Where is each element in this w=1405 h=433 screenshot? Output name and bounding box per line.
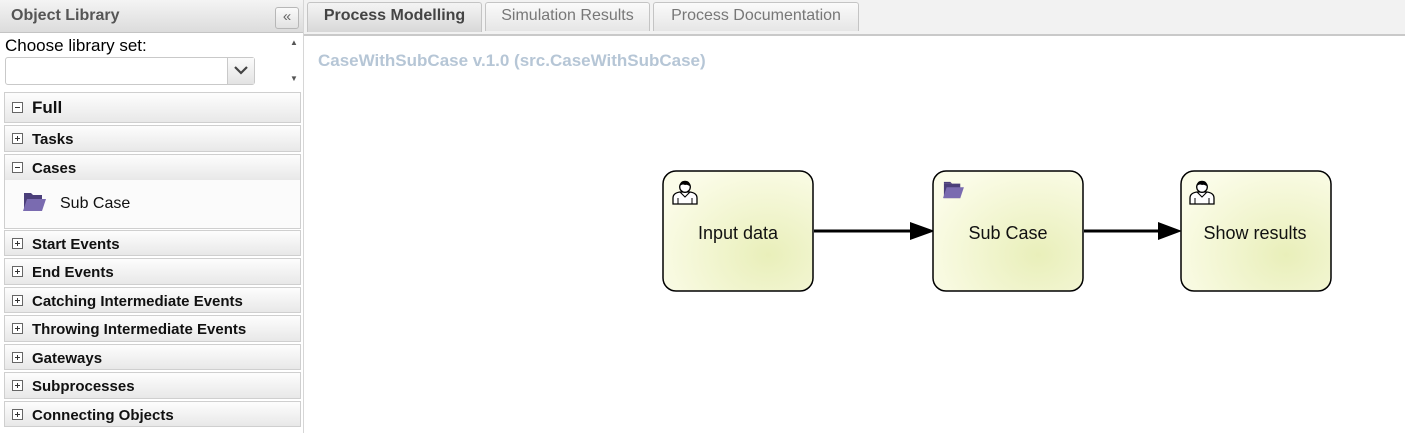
section-label: Catching Intermediate Events	[32, 293, 243, 310]
collapse-toggle-icon[interactable]	[12, 102, 23, 113]
section-start-events[interactable]: Start Events	[4, 230, 301, 256]
section-connecting-objects[interactable]: Connecting Objects	[4, 401, 301, 427]
process-diagram[interactable]: Input data Sub Case Show results	[304, 36, 1405, 433]
library-item-label: Sub Case	[60, 195, 131, 212]
tab-simulation-results[interactable]: Simulation Results	[485, 2, 650, 31]
task-sub-case[interactable]: Sub Case	[932, 170, 1084, 292]
section-tasks[interactable]: Tasks	[4, 125, 301, 152]
sequence-flow-2[interactable]	[1084, 222, 1182, 240]
library-item-sub-case[interactable]: Sub Case	[15, 186, 275, 222]
section-label: Start Events	[32, 236, 120, 253]
object-library-panel: Object Library « Choose library set: ▲ ▼…	[0, 0, 304, 433]
section-full[interactable]: Full	[4, 92, 301, 123]
dropdown-trigger-button[interactable]	[227, 58, 254, 84]
collapse-panel-button[interactable]: «	[275, 7, 299, 29]
section-label: Gateways	[32, 350, 103, 367]
scroll-up-arrow-icon[interactable]: ▲	[290, 38, 298, 47]
tab-bar: Process Modelling Simulation Results Pro…	[304, 0, 1405, 36]
section-end-events[interactable]: End Events	[4, 258, 301, 285]
tab-label: Process Modelling	[323, 7, 466, 24]
library-set-dropdown[interactable]	[5, 57, 255, 85]
section-label: Throwing Intermediate Events	[32, 321, 247, 338]
collapse-toggle-icon[interactable]	[12, 162, 23, 173]
section-cases[interactable]: Cases	[4, 154, 301, 181]
process-modelling-canvas[interactable]: CaseWithSubCase v.1.0 (src.CaseWithSubCa…	[304, 36, 1405, 433]
expand-toggle-icon[interactable]	[12, 133, 23, 144]
section-label: Connecting Objects	[32, 407, 174, 424]
object-library-title: Object Library	[11, 7, 120, 24]
section-gateways[interactable]: Gateways	[4, 344, 301, 370]
double-chevron-left-icon: «	[282, 8, 292, 25]
library-set-label: Choose library set:	[5, 36, 147, 55]
task-show-results[interactable]: Show results	[1180, 170, 1332, 292]
section-label: Tasks	[32, 131, 74, 148]
task-input-data[interactable]: Input data	[662, 170, 814, 292]
tab-label: Simulation Results	[501, 7, 634, 24]
section-throwing-intermediate-events[interactable]: Throwing Intermediate Events	[4, 315, 301, 342]
section-label: Full	[32, 98, 63, 117]
task-label: Show results	[1203, 223, 1306, 243]
folder-icon	[23, 193, 46, 211]
expand-toggle-icon[interactable]	[12, 352, 23, 363]
library-set-area: Choose library set:	[0, 33, 303, 89]
expand-toggle-icon[interactable]	[12, 323, 23, 334]
scroll-down-arrow-icon[interactable]: ▼	[290, 74, 298, 83]
process-title: CaseWithSubCase v.1.0 (src.CaseWithSubCa…	[318, 51, 706, 70]
cases-section-body: Sub Case	[4, 180, 301, 229]
expand-toggle-icon[interactable]	[12, 409, 23, 420]
library-set-scrollbar[interactable]: ▲ ▼	[287, 36, 301, 88]
expand-toggle-icon[interactable]	[12, 380, 23, 391]
tab-process-documentation[interactable]: Process Documentation	[653, 2, 859, 31]
expand-toggle-icon[interactable]	[12, 266, 23, 277]
tab-label: Process Documentation	[671, 7, 841, 24]
tab-process-modelling[interactable]: Process Modelling	[307, 2, 482, 32]
task-label: Sub Case	[968, 223, 1047, 243]
expand-toggle-icon[interactable]	[12, 295, 23, 306]
section-catching-intermediate-events[interactable]: Catching Intermediate Events	[4, 287, 301, 313]
section-subprocesses[interactable]: Subprocesses	[4, 372, 301, 399]
task-label: Input data	[698, 223, 779, 243]
chevron-down-icon	[234, 66, 248, 75]
expand-toggle-icon[interactable]	[12, 238, 23, 249]
object-library-header: Object Library «	[0, 0, 303, 33]
section-label: Subprocesses	[32, 378, 135, 395]
section-label: Cases	[32, 160, 77, 177]
section-label: End Events	[32, 264, 114, 281]
sequence-flow-1[interactable]	[814, 222, 935, 240]
